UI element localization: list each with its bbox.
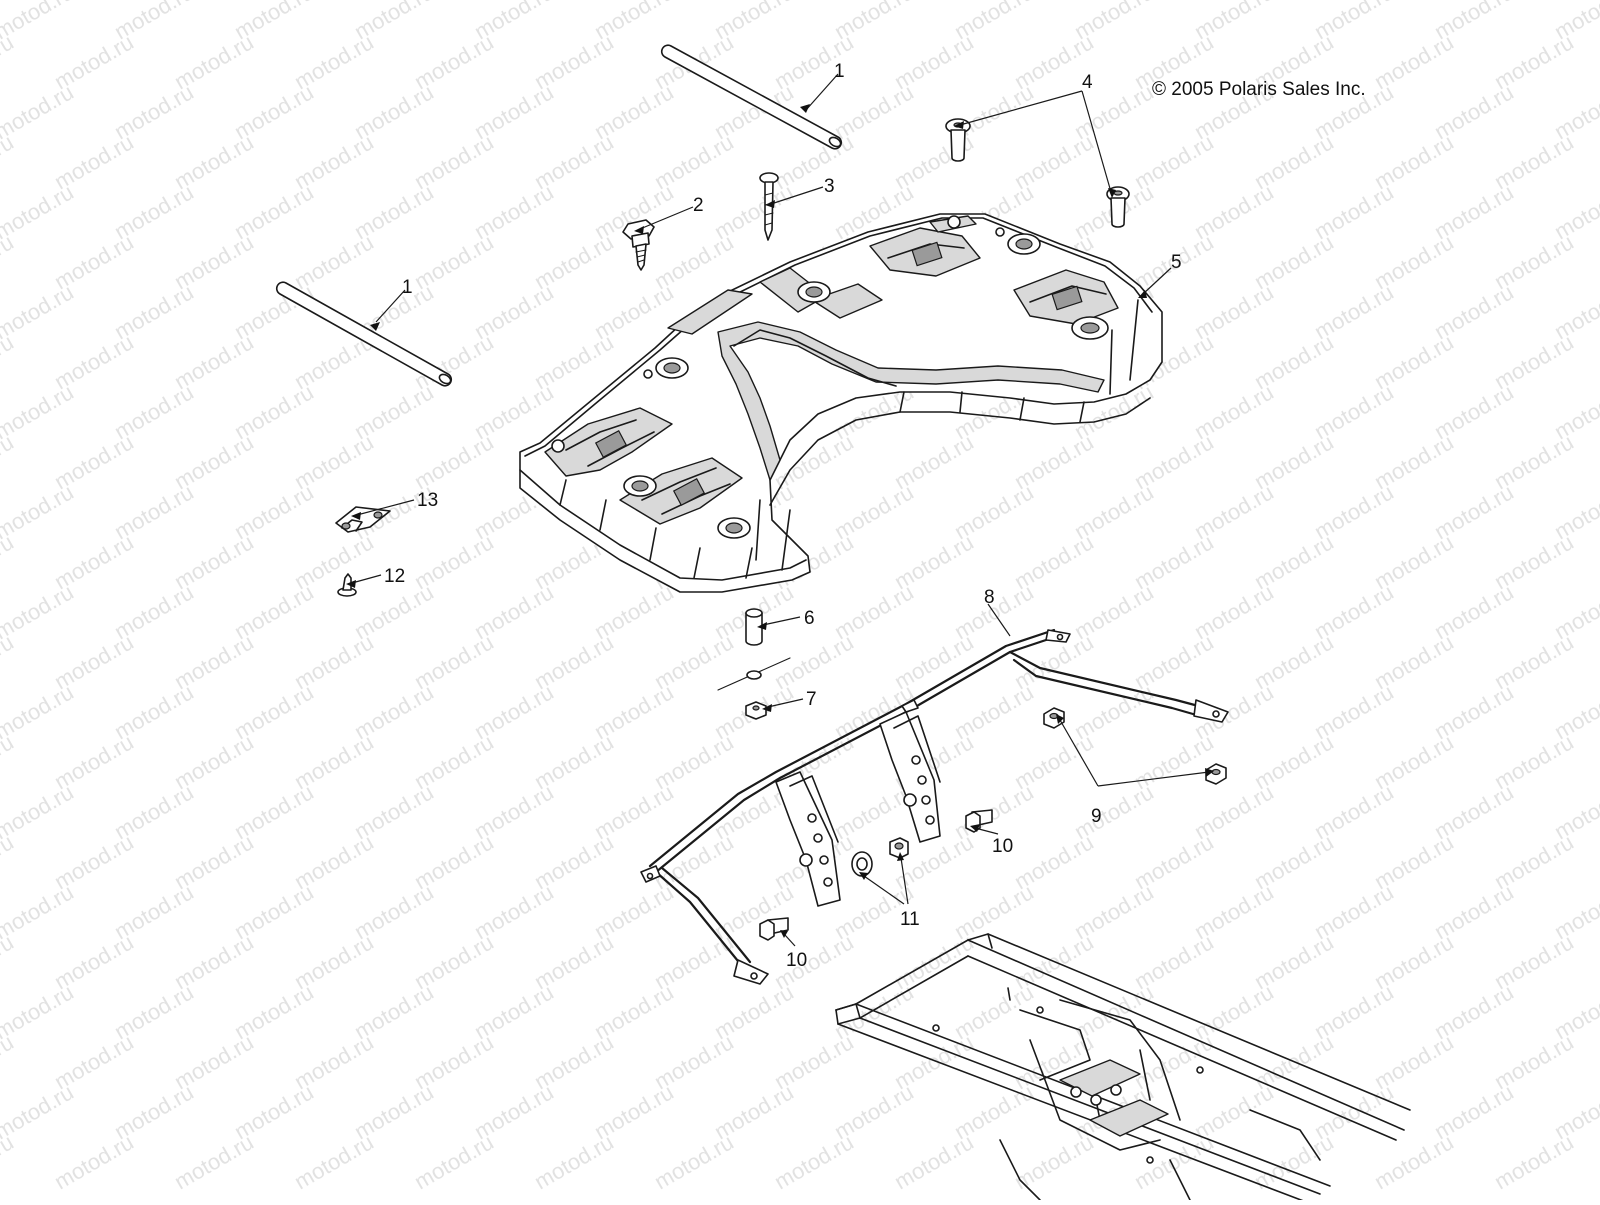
part-1-rod-upper [660, 44, 843, 150]
leader-lines [346, 73, 1214, 947]
part-12-rivet [337, 573, 357, 597]
callout-5: 5 [1171, 252, 1182, 273]
part-9-nut-a [1043, 707, 1065, 729]
callout-2: 2 [693, 195, 704, 216]
part-4-bolt-a [945, 118, 971, 162]
part-2-screw [622, 219, 655, 271]
part-7-nut [717, 657, 791, 720]
callout-7: 7 [806, 689, 817, 710]
part-11-nut [889, 837, 909, 859]
callout-4: 4 [1082, 72, 1093, 93]
chassis-frame [835, 933, 1411, 1205]
part-6-spacer [745, 608, 763, 646]
rack-boss [551, 215, 1109, 539]
callouts: 1 1 2 3 4 5 6 7 8 9 10 10 11 12 13 [384, 61, 1182, 971]
callout-8: 8 [984, 587, 995, 608]
part-10-bolt-b [759, 917, 789, 941]
callout-13: 13 [417, 490, 438, 511]
part-1-rod-left [275, 281, 453, 387]
callout-3: 3 [824, 176, 835, 197]
callout-10-right: 10 [992, 836, 1013, 857]
callout-6: 6 [804, 608, 815, 629]
callout-11: 11 [900, 909, 920, 930]
callout-10-left: 10 [786, 950, 807, 971]
callout-12: 12 [384, 566, 405, 587]
callout-9: 9 [1091, 806, 1102, 827]
callout-1-upper: 1 [834, 61, 845, 82]
callout-1-left: 1 [402, 277, 413, 298]
copyright-text: © 2005 Polaris Sales Inc. [1152, 79, 1366, 100]
part-5-rear-rack [519, 213, 1163, 593]
part-13-clamp [335, 506, 391, 533]
part-8-bracket [640, 628, 1229, 985]
part-3-screw [759, 172, 779, 241]
